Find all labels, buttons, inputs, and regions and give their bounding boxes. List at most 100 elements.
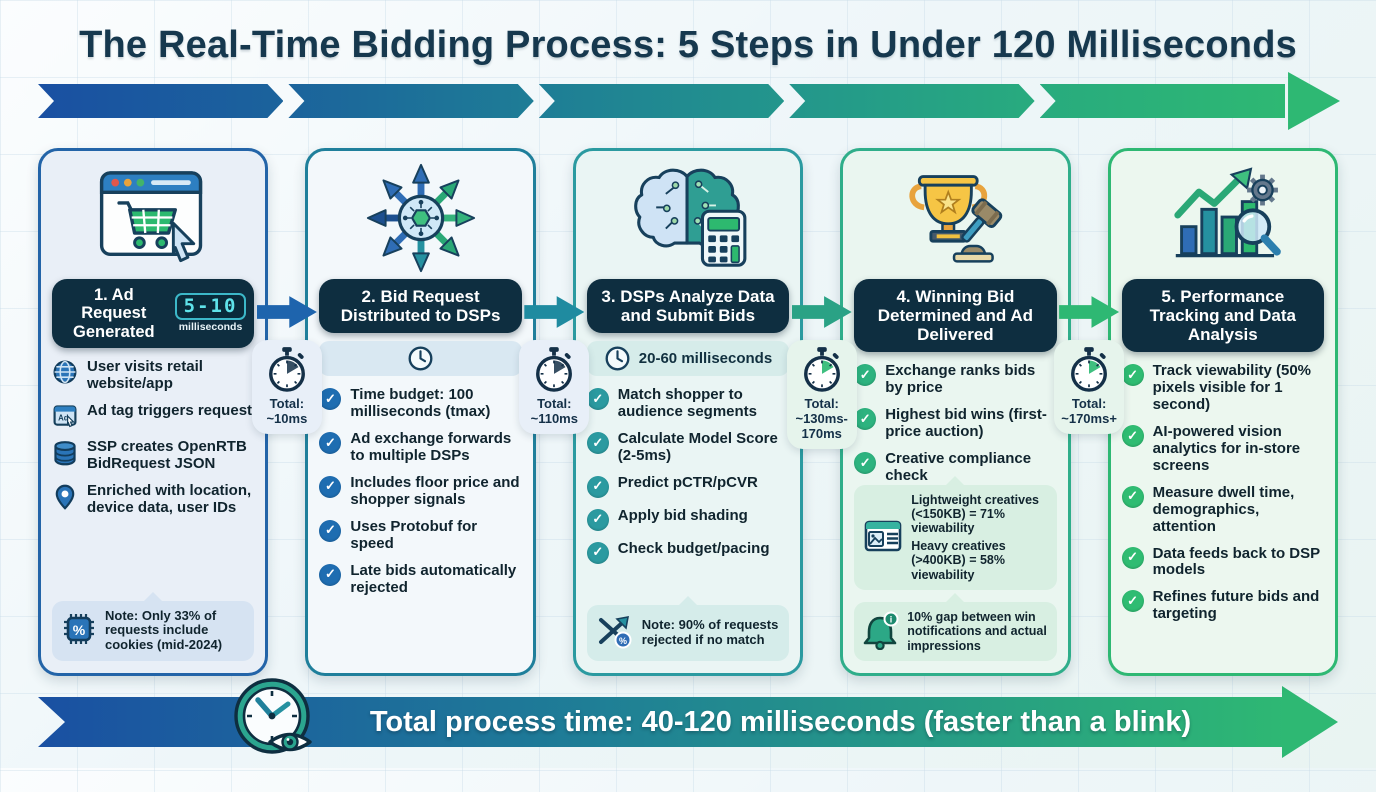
timeline-segment-2 bbox=[288, 84, 533, 118]
total-label: Total: bbox=[269, 396, 305, 411]
step-4-title: 4. Winning Bid Determined and Ad Deliver… bbox=[854, 279, 1057, 353]
distribution-arrows-icon bbox=[319, 157, 521, 279]
list-item-label: Predict pCTR/pCVR bbox=[617, 473, 758, 491]
step-4-viewability-note: Lightweight creatives (<150KB) = 71% vie… bbox=[854, 475, 1057, 590]
check-icon bbox=[854, 364, 877, 387]
check-icon bbox=[1121, 546, 1144, 569]
list-item-label: Includes floor price and shopper signals bbox=[350, 473, 520, 508]
page-title: The Real-Time Bidding Process: 5 Steps i… bbox=[79, 24, 1297, 66]
step-1-note: % Note: Only 33% of requests include coo… bbox=[52, 591, 255, 662]
list-item: Creative compliance check bbox=[854, 449, 1056, 485]
note-text: Note: 90% of requests rejected if no mat… bbox=[641, 617, 780, 648]
note-label: Note: bbox=[641, 617, 676, 633]
note-text: 10% gap between win notifications and ac… bbox=[907, 610, 1047, 653]
list-item: Measure dwell time, demographics, attent… bbox=[1121, 484, 1324, 536]
step-3-note: % Note: 90% of requests rejected if no m… bbox=[586, 596, 790, 662]
list-item-label: Calculate Model Score (2-5ms) bbox=[617, 429, 778, 464]
total-value: ~170ms+ bbox=[1061, 410, 1117, 426]
list-item-label: Ad exchange forwards to multiple DSPs bbox=[350, 429, 512, 464]
list-item: Ad exchange forwards to multiple DSPs bbox=[319, 429, 521, 465]
list-item: Predict pCTR/pCVR bbox=[586, 473, 789, 498]
total-process-banner: Total process time: 40-120 milliseconds … bbox=[38, 678, 1338, 760]
check-icon bbox=[319, 475, 342, 498]
list-item-label: User visits retail website/app bbox=[87, 358, 203, 393]
svg-text:%: % bbox=[619, 636, 627, 646]
ad-tag-icon: Ad bbox=[52, 403, 78, 429]
location-pin-icon bbox=[52, 483, 78, 511]
clock-eye-icon bbox=[228, 674, 320, 771]
list-item-label: Ad tag triggers request bbox=[87, 402, 253, 420]
list-item: Check budget/pacing bbox=[586, 540, 789, 564]
total-label: Total: bbox=[537, 396, 572, 411]
chip-percent-icon: % bbox=[61, 611, 97, 651]
check-icon bbox=[586, 475, 609, 498]
timeline-segment-1 bbox=[38, 84, 283, 118]
total-value: ~10ms bbox=[266, 410, 308, 426]
list-item-label: Data feeds back to DSP models bbox=[1152, 544, 1320, 579]
check-icon bbox=[586, 508, 609, 531]
total-value: ~110ms bbox=[530, 410, 578, 426]
step-card-1: 1. Ad Request Generated 5-10 millisecond… bbox=[38, 148, 269, 677]
list-item: Calculate Model Score (2-5ms) bbox=[586, 429, 789, 465]
note-label: Note: bbox=[105, 607, 139, 623]
note-text: Note: Only 33% of requests include cooki… bbox=[105, 607, 245, 654]
process-timeline-band bbox=[38, 72, 1341, 130]
list-item: Ad Ad tag triggers request bbox=[52, 402, 254, 429]
total-value: ~130ms- 170ms bbox=[795, 410, 848, 441]
list-item: User visits retail website/app bbox=[52, 358, 254, 393]
check-icon bbox=[1121, 590, 1144, 613]
crossed-arrows-icon: % bbox=[596, 613, 634, 653]
total-label: Total: bbox=[1071, 396, 1107, 411]
list-item: Track viewability (50% pixels visible fo… bbox=[1121, 362, 1324, 414]
digital-timer-display: 5-10 bbox=[174, 293, 247, 321]
step-1-bullets: User visits retail website/app Ad Ad tag… bbox=[52, 358, 254, 517]
connector-1: Total: ~10ms bbox=[251, 148, 322, 676]
check-icon bbox=[1121, 364, 1144, 387]
trophy-gavel-icon bbox=[854, 157, 1056, 279]
total-process-time-label: Total process time: 40-120 milliseconds … bbox=[369, 706, 1192, 738]
stopwatch-icon bbox=[536, 347, 573, 392]
list-item-label: Apply bid shading bbox=[617, 506, 748, 524]
viewability-line-2: Heavy creatives (>400KB) = 58% viewabili… bbox=[911, 538, 1006, 582]
timeline-segment-3 bbox=[539, 84, 784, 118]
svg-text:%: % bbox=[73, 622, 86, 638]
list-item: AI-powered vision analytics for in-store… bbox=[1121, 423, 1324, 475]
step-1-timer: 5-10 milliseconds bbox=[174, 293, 247, 334]
step-2-bullets: Time budget: 100 milliseconds (tmax) Ad … bbox=[319, 386, 521, 597]
stopwatch-icon bbox=[803, 347, 840, 392]
list-item: Enriched with location, device data, use… bbox=[52, 482, 254, 517]
footer-arrowhead-icon bbox=[1282, 686, 1338, 758]
check-icon bbox=[319, 563, 342, 586]
list-item-label: Match shopper to audience segments bbox=[617, 386, 758, 420]
list-item-label: Creative compliance check bbox=[885, 449, 1032, 484]
svg-text:Ad: Ad bbox=[58, 414, 69, 423]
svg-text:i: i bbox=[890, 614, 893, 624]
viewability-line-1: Lightweight creatives (<150KB) = 71% vie… bbox=[911, 492, 1039, 536]
step-1-title: 1. Ad Request Generated bbox=[73, 286, 155, 341]
steps-row: 1. Ad Request Generated 5-10 millisecond… bbox=[38, 148, 1338, 677]
total-time-badge: Total: ~130ms- 170ms bbox=[786, 340, 857, 449]
stopwatch-icon bbox=[268, 347, 305, 392]
list-item: Refines future bids and targeting bbox=[1121, 588, 1324, 623]
timeline-arrowhead-icon bbox=[1288, 72, 1341, 130]
step-4-gap-note: i 10% gap between win notifications and … bbox=[854, 592, 1057, 662]
list-item-label: Refines future bids and targeting bbox=[1152, 588, 1320, 623]
bell-icon: i bbox=[863, 610, 899, 653]
list-item: Late bids automatically rejected bbox=[319, 562, 521, 597]
list-item-label: SSP creates OpenRTB BidRequest JSON bbox=[87, 438, 247, 473]
list-item-label: Time budget: 100 milliseconds (tmax) bbox=[350, 386, 491, 420]
list-item-label: Exchange ranks bids by price bbox=[885, 362, 1036, 397]
connector-2: Total: ~110ms bbox=[519, 148, 590, 676]
step-5-bullets: Track viewability (50% pixels visible fo… bbox=[1121, 362, 1324, 623]
note-text: Lightweight creatives (<150KB) = 71% vie… bbox=[911, 493, 1047, 582]
step-2-title: 2. Bid Request Distributed to DSPs bbox=[319, 279, 522, 334]
stopwatch-icon bbox=[1071, 347, 1108, 392]
step-card-2: 2. Bid Request Distributed to DSPs Time … bbox=[305, 148, 536, 677]
total-label: Total: bbox=[804, 396, 839, 411]
total-time-badge: Total: ~110ms bbox=[519, 340, 590, 434]
list-item-label: Track viewability (50% pixels visible fo… bbox=[1152, 362, 1312, 413]
note-body: Only 33% of requests include cookies (mi… bbox=[105, 607, 223, 653]
rtb-infographic: The Real-Time Bidding Process: 5 Steps i… bbox=[0, 24, 1376, 792]
step-3-timing: 20-60 milliseconds bbox=[638, 350, 773, 368]
timer-unit-label: milliseconds bbox=[178, 321, 243, 334]
